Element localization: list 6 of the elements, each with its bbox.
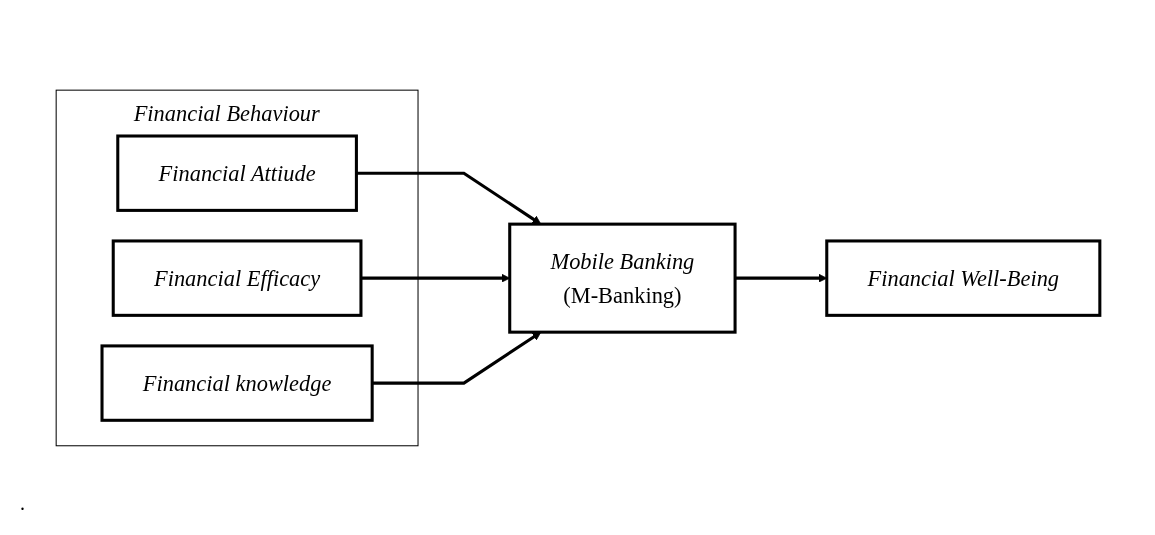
node-box: Financial Efficacy <box>111 238 362 317</box>
note-text: . <box>20 492 25 514</box>
node-box: Financial Attiude <box>115 134 358 212</box>
node-box: Financial knowledge <box>100 343 374 422</box>
node-box: Mobile Banking (M-Banking) <box>507 222 737 334</box>
node-box: Financial Well-Being <box>824 238 1101 317</box>
